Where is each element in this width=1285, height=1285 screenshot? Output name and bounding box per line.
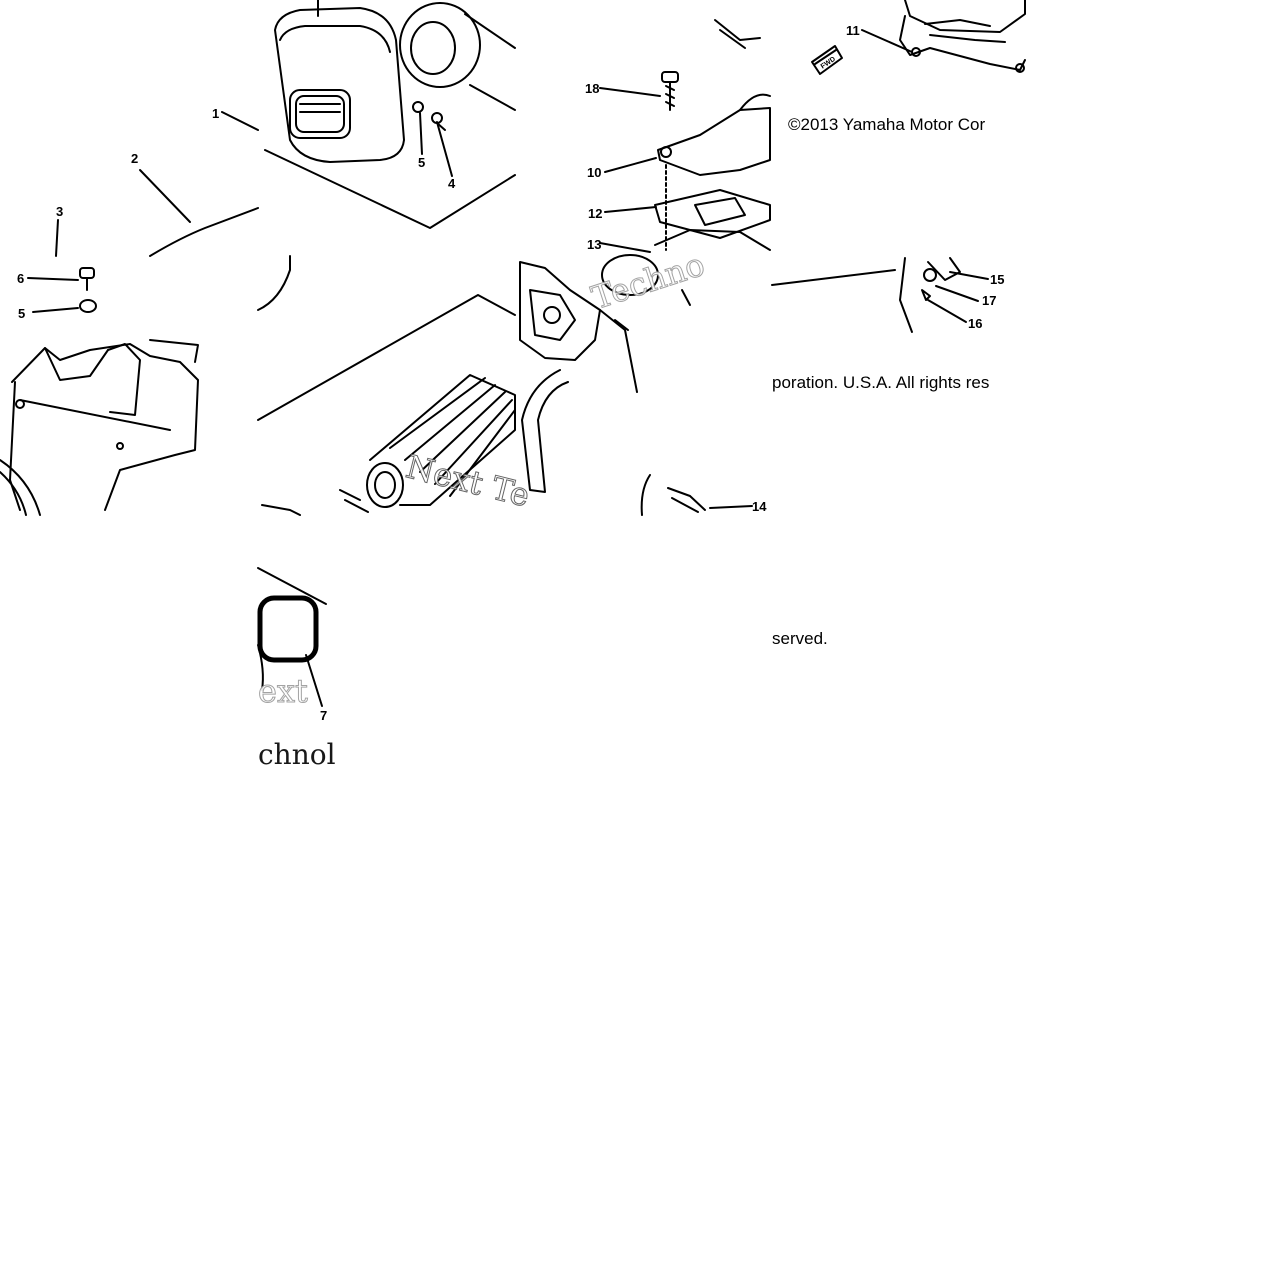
part-14-tile	[640, 474, 753, 516]
intake-boot-tile	[257, 255, 516, 516]
tube-part-tile	[139, 169, 259, 257]
callout-15: 15	[990, 272, 1004, 287]
reed-valve-tile	[599, 19, 771, 253]
callout-17: 17	[982, 293, 996, 308]
callout-18: 18	[585, 81, 599, 96]
watermark-fragment-3: ext	[258, 672, 309, 711]
callout-5a: 5	[418, 155, 425, 170]
callout-13: 13	[587, 237, 601, 252]
callout-12: 12	[588, 206, 602, 221]
callout-2: 2	[131, 151, 138, 166]
callout-5b: 5	[18, 306, 25, 321]
copyright-fragment-1: ©2013 Yamaha Motor Cor	[788, 115, 986, 134]
callout-11: 11	[846, 23, 860, 38]
callout-16: 16	[968, 316, 982, 331]
callout-4: 4	[448, 176, 456, 191]
reed-valve-detail-tile	[811, 0, 1026, 75]
air-box-lower-tile	[0, 219, 199, 516]
copyright-fragment-3: served.	[772, 629, 828, 648]
carburetor-tile	[519, 254, 691, 493]
callout-3: 3	[56, 204, 63, 219]
air-box-cover-top-tile	[221, 0, 516, 229]
watermark-fragment-4: chnol	[258, 738, 336, 771]
callout-10: 10	[587, 165, 601, 180]
callout-7: 7	[320, 708, 327, 723]
callout-numbers: 1 2 3 4 5 5 6 7 10 11 12 13 14 15 16 17 …	[17, 23, 1004, 723]
callout-6: 6	[17, 271, 24, 286]
callout-1: 1	[212, 106, 219, 121]
gasket-7-tile	[257, 567, 327, 707]
clamp-parts-tile	[771, 257, 989, 333]
callout-14: 14	[752, 499, 767, 514]
copyright-fragment-2: poration. U.S.A. All rights res	[772, 373, 990, 392]
